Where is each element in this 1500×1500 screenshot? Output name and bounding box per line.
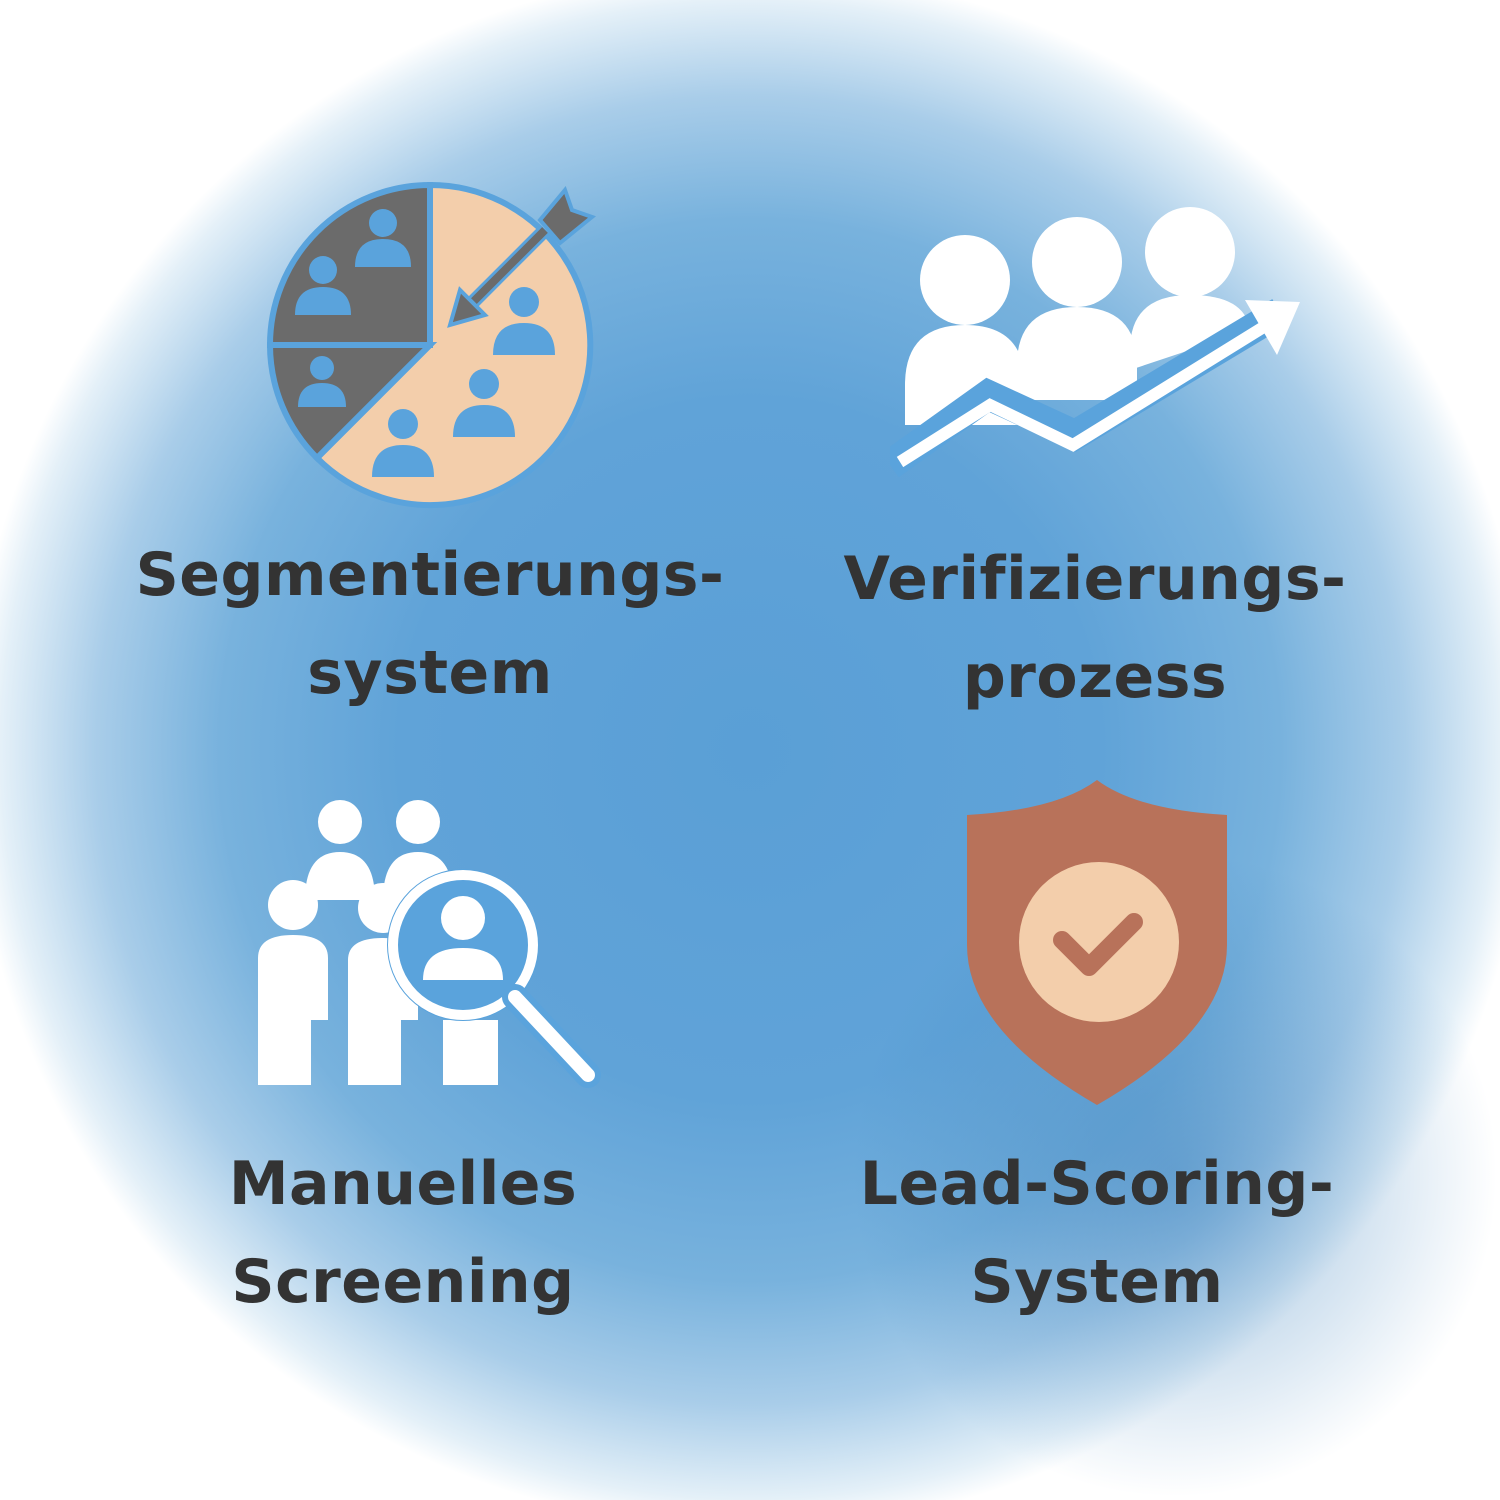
- people-magnifier-icon: [258, 800, 601, 1088]
- label-line-1: Verifizierungs-: [843, 544, 1347, 614]
- item-lead-scoring: Lead-Scoring- System: [722, 750, 1472, 1500]
- item-label: Verifizierungs- prozess: [720, 530, 1470, 726]
- label-line-2: Screening: [231, 1247, 575, 1317]
- item-screening: Manuelles Screening: [28, 750, 778, 1500]
- people-growth-arrow-icon: [890, 207, 1300, 478]
- label-line-1: Segmentierungs-: [135, 540, 725, 610]
- item-verification: Verifizierungs- prozess: [720, 0, 1470, 750]
- item-segmentation: Segmentierungs- system: [55, 0, 805, 750]
- item-label: Manuelles Screening: [28, 1135, 778, 1331]
- shield-check-icon: [967, 780, 1227, 1105]
- item-label: Lead-Scoring- System: [722, 1135, 1472, 1331]
- label-line-2: prozess: [962, 642, 1228, 712]
- label-line-2: System: [970, 1247, 1224, 1317]
- label-line-1: Lead-Scoring-: [859, 1149, 1335, 1219]
- item-label: Segmentierungs- system: [55, 526, 805, 722]
- label-line-1: Manuelles: [228, 1149, 578, 1219]
- segmentation-pie-target-icon: [266, 181, 597, 508]
- label-line-2: system: [307, 638, 553, 708]
